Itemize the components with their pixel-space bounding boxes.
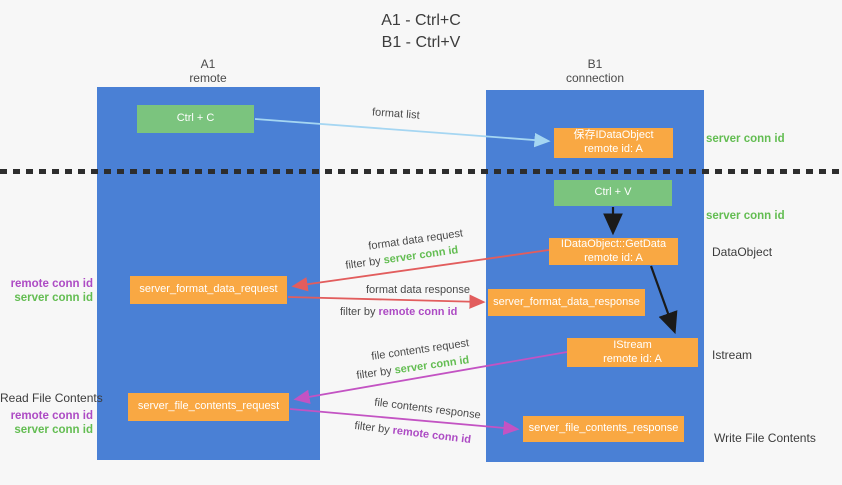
node-server-file-contents-request: server_file_contents_request bbox=[128, 393, 289, 421]
left-label-remote-conn-id-2: remote conn id bbox=[10, 410, 93, 422]
node-server-file-contents-response: server_file_contents_response bbox=[523, 416, 684, 442]
title-line-a1: A1 - Ctrl+C bbox=[381, 12, 461, 29]
lane-b1-name: B1 bbox=[587, 57, 603, 71]
right-label-istream: Istream bbox=[712, 348, 753, 362]
remote-conn-id-value: remote conn id bbox=[378, 306, 458, 318]
title-line-b1: B1 - Ctrl+V bbox=[381, 33, 461, 51]
arrow-getdata-to-istream bbox=[649, 265, 678, 335]
node-server-file-contents-response-label: server_file_contents_response bbox=[528, 422, 679, 435]
node-save-idataobject: 保存IDataObject remote id: A bbox=[554, 128, 673, 158]
arrow-format-list bbox=[254, 118, 551, 148]
node-server-format-data-request: server_format_data_request bbox=[130, 276, 287, 304]
node-idataobject-getdata-line1: IDataObject::GetData bbox=[560, 237, 667, 250]
right-label-server-conn-id-2: server conn id bbox=[706, 210, 785, 222]
section-divider-dotted-line bbox=[0, 169, 842, 174]
left-label-remote-conn-id-1: remote conn id bbox=[10, 278, 93, 290]
left-label-read-file-contents: Read File Contents bbox=[0, 391, 103, 405]
filter-by-text: filter by bbox=[340, 306, 379, 318]
node-save-idataobject-line2: remote id: A bbox=[584, 143, 643, 155]
arrow-format-data-response bbox=[287, 294, 486, 309]
node-server-file-contents-request-label: server_file_contents_request bbox=[137, 400, 280, 413]
arrow-file-contents-request bbox=[293, 351, 568, 404]
node-ctrl-v-label: Ctrl + V bbox=[594, 186, 632, 199]
arrow-format-data-request bbox=[291, 249, 550, 292]
node-ctrl-c: Ctrl + C bbox=[137, 105, 254, 133]
node-istream: IStream remote id: A bbox=[567, 338, 698, 367]
arrow-file-contents-response bbox=[289, 408, 520, 436]
node-istream-line1: IStream bbox=[613, 338, 652, 351]
lane-header-b1: B1 connection bbox=[525, 57, 665, 86]
node-idataobject-getdata: IDataObject::GetData remote id: A bbox=[549, 238, 678, 265]
node-server-format-data-request-label: server_format_data_request bbox=[139, 283, 278, 296]
right-label-write-file-contents: Write File Contents bbox=[714, 431, 816, 445]
lane-a1-role: remote bbox=[189, 71, 227, 86]
lane-b1-role: connection bbox=[565, 71, 625, 86]
edge-label-filter-remote-conn-1: filter by remote conn id bbox=[340, 306, 457, 318]
node-idataobject-getdata-line2: remote id: A bbox=[584, 251, 643, 264]
left-label-server-conn-id-2: server conn id bbox=[14, 424, 93, 436]
right-label-server-conn-id-1: server conn id bbox=[706, 133, 785, 145]
node-istream-line2: remote id: A bbox=[603, 352, 662, 365]
node-ctrl-v: Ctrl + V bbox=[554, 180, 672, 206]
node-server-format-data-response-label: server_format_data_response bbox=[493, 295, 640, 308]
diagram-title: A1 - Ctrl+C B1 - Ctrl+V bbox=[0, 10, 842, 53]
right-label-dataobject: DataObject bbox=[712, 245, 773, 259]
left-label-server-conn-id-1: server conn id bbox=[14, 292, 93, 304]
edge-label-format-data-response: format data response bbox=[366, 284, 470, 296]
lane-a1-name: A1 bbox=[200, 57, 216, 71]
node-server-format-data-response: server_format_data_response bbox=[488, 289, 645, 316]
lane-header-a1: A1 remote bbox=[138, 57, 278, 86]
node-ctrl-c-label: Ctrl + C bbox=[176, 112, 215, 125]
node-save-idataobject-line1: 保存IDataObject bbox=[573, 129, 654, 142]
